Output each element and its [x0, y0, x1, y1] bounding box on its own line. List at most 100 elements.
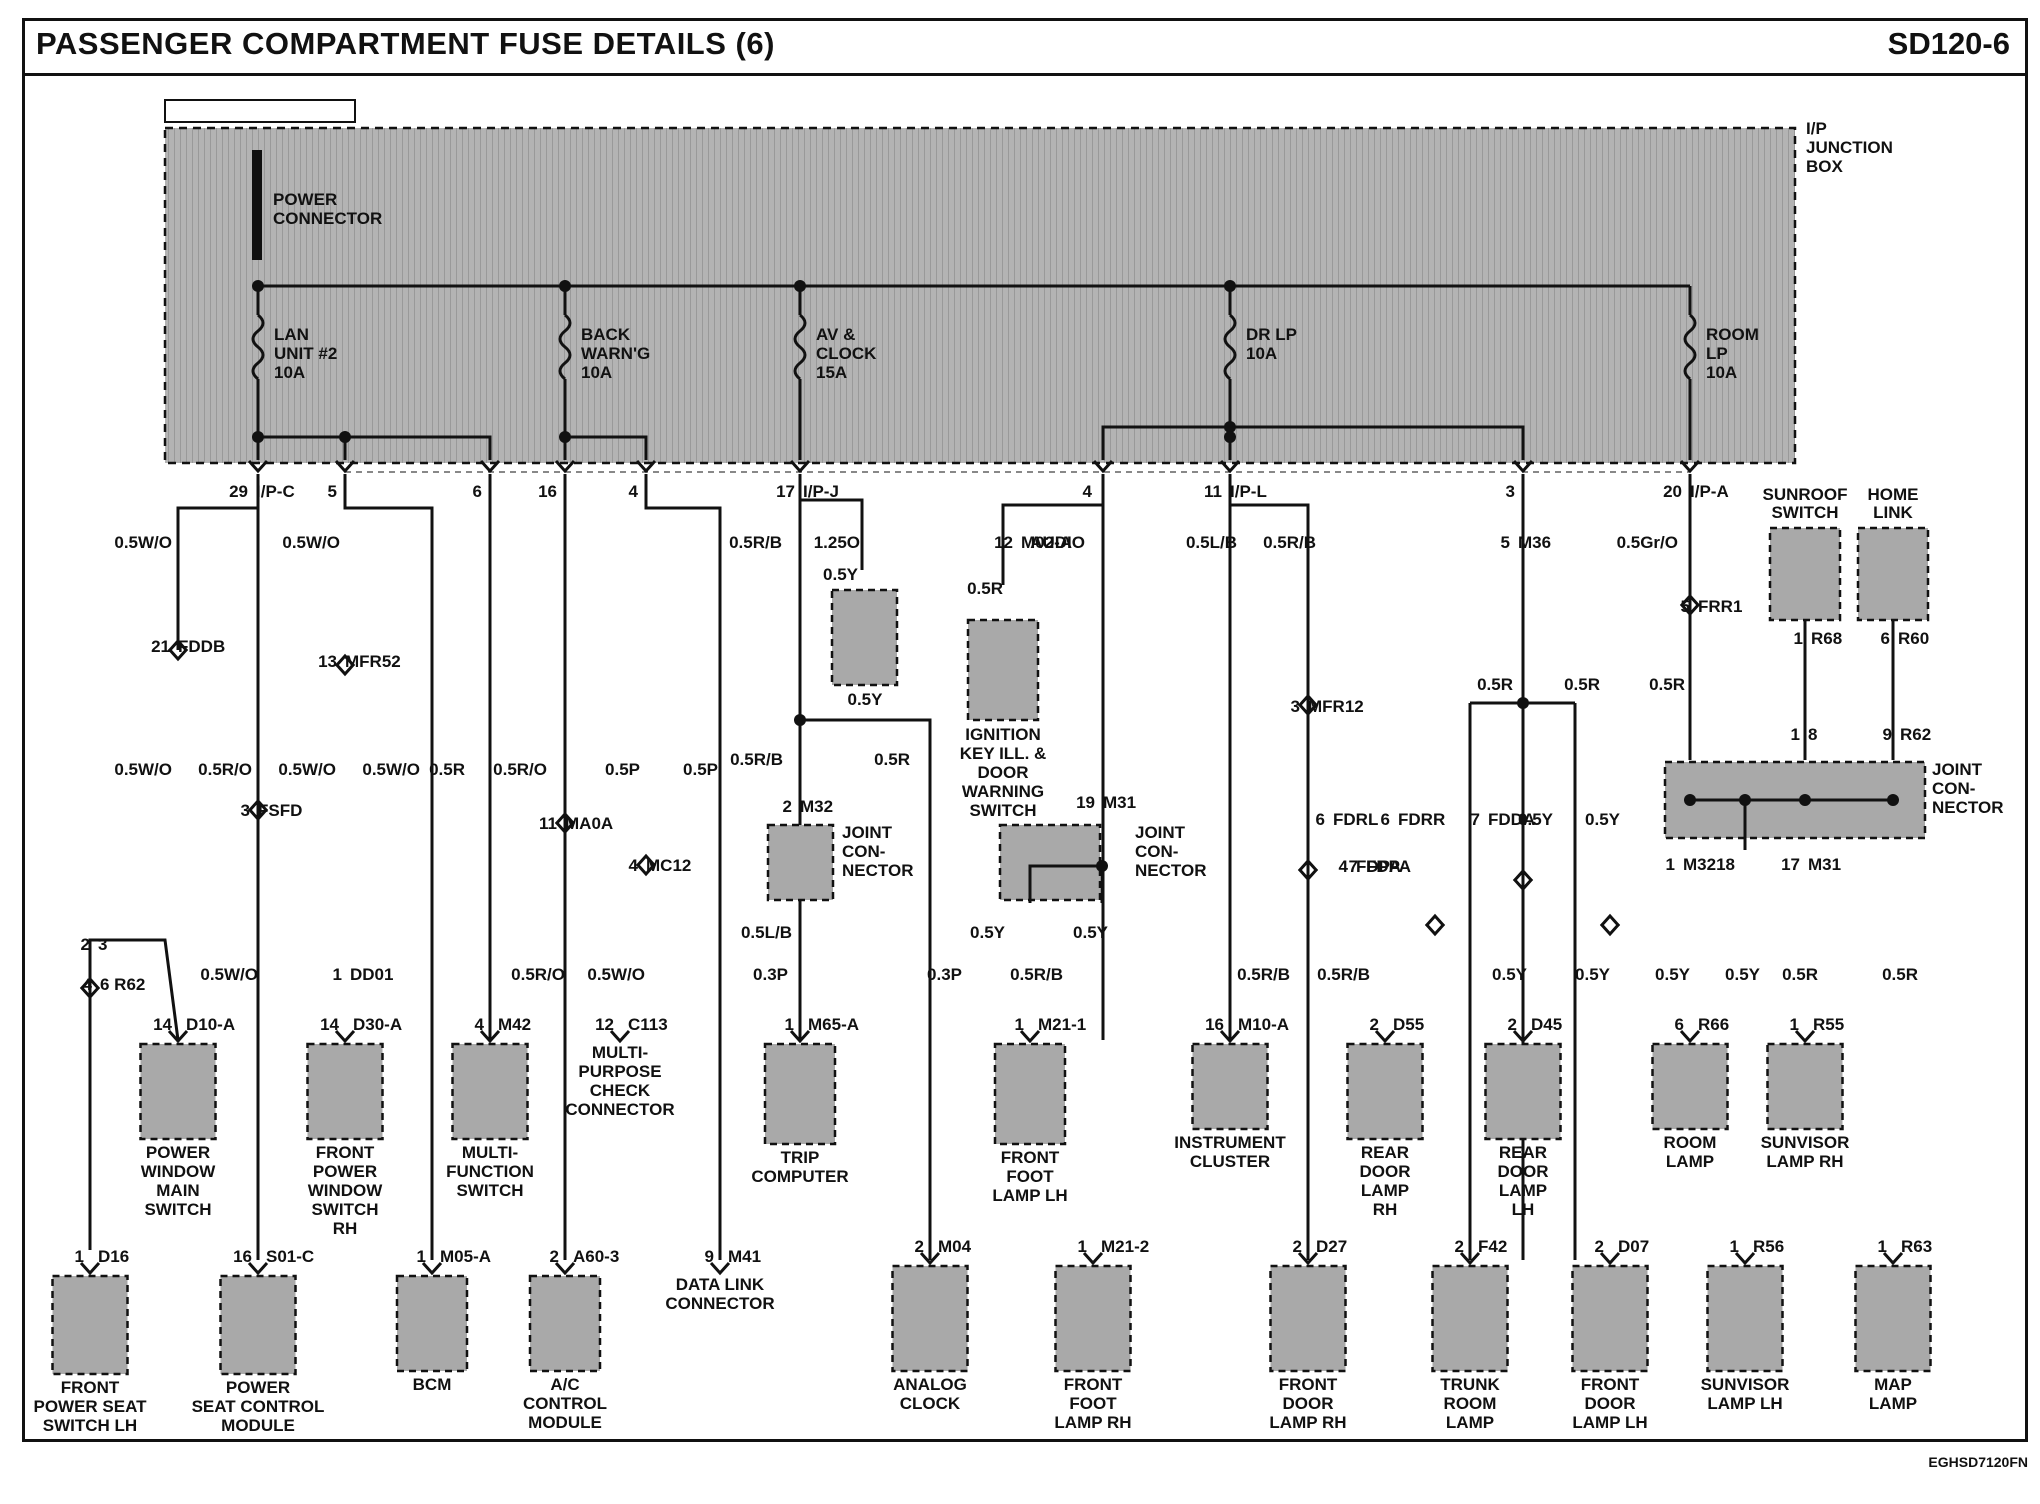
- wire-label: MC12: [646, 856, 691, 875]
- label-line: A/C: [550, 1375, 579, 1394]
- component-M05-A: [395, 1274, 469, 1373]
- connector-id: M41: [728, 1247, 761, 1266]
- connector-pin: 12: [595, 1015, 614, 1034]
- wire-label: 2: [783, 797, 792, 816]
- wire-label: 3: [98, 935, 107, 954]
- wire-label: 2: [81, 935, 90, 954]
- connector-pin: 2: [550, 1247, 559, 1266]
- wire-label: 21: [151, 637, 170, 656]
- label-line: KEY ILL. &: [960, 744, 1047, 763]
- wire-label: 0.5R/B: [1237, 965, 1290, 984]
- label-line: TRUNK: [1440, 1375, 1500, 1394]
- label-line: FOOT: [1069, 1394, 1117, 1413]
- label-line: FUNCTION: [446, 1162, 534, 1181]
- wire: [1101, 425, 1525, 460]
- splice-dot: [1224, 431, 1236, 443]
- wire-label: 0.5R/B: [729, 533, 782, 552]
- connector-pin: 1: [417, 1247, 426, 1266]
- connector-id: D55: [1393, 1015, 1424, 1034]
- label-line: SWITCH: [456, 1181, 523, 1200]
- splice-dot: [339, 431, 351, 443]
- connector-chevron: [554, 459, 576, 474]
- connector-id: D45: [1531, 1015, 1562, 1034]
- wire-label: FSFD: [258, 801, 302, 820]
- wire-label: SWITCH: [1771, 503, 1838, 522]
- label-line: LAMP LH: [1572, 1413, 1647, 1432]
- connector-chevron: [167, 647, 189, 662]
- wire-label: 5: [328, 482, 337, 501]
- wire-label: 0.5R/O: [511, 965, 565, 984]
- wire-label: 0.5R/B: [730, 750, 783, 769]
- connector-chevron: [1297, 867, 1319, 882]
- connector-chevron: [789, 1029, 811, 1044]
- wire-label: 0.5R: [1782, 965, 1818, 984]
- label-line: CHECK: [590, 1081, 651, 1100]
- fuse-icon: [1683, 313, 1697, 381]
- label-line: ANALOG: [893, 1375, 967, 1394]
- connector-chevron: [1374, 1029, 1396, 1044]
- wire-label: 0.5L/B: [1186, 533, 1237, 552]
- splice-dot: [1887, 794, 1899, 806]
- splice-dot: [1684, 794, 1696, 806]
- wire-label: FRR1: [1698, 597, 1742, 616]
- connector-id: M65-A: [808, 1015, 859, 1034]
- power-connector-bar: [252, 150, 262, 260]
- label-line: FRONT: [1064, 1375, 1123, 1394]
- label-line: LAMP LH: [992, 1186, 1067, 1205]
- connector-pin: 9: [705, 1247, 714, 1266]
- connector-chevron: [1092, 459, 1114, 474]
- connector-pin: 1: [1790, 1015, 1799, 1034]
- label-line: MAP: [1874, 1375, 1912, 1394]
- wire: [258, 435, 492, 460]
- label-line: PURPOSE: [578, 1062, 661, 1081]
- wire-label: 0.5Y: [1518, 810, 1554, 829]
- hot-label-box: [164, 99, 356, 123]
- connector-id: R55: [1813, 1015, 1844, 1034]
- wire-label: 3: [1506, 482, 1515, 501]
- label-line: CONNECTOR: [565, 1100, 674, 1119]
- wire-label: 5: [1501, 533, 1510, 552]
- wire-label: 0.5Y: [1725, 965, 1761, 984]
- component-M04: [891, 1264, 969, 1373]
- connector-pin: 1: [75, 1247, 84, 1266]
- wire-label: M31: [1808, 855, 1841, 874]
- home-link-box: [1856, 526, 1930, 622]
- connector-pin: 2: [1595, 1237, 1604, 1256]
- wire-label: 11: [539, 814, 557, 833]
- wire-label: I/P-A: [1690, 482, 1729, 501]
- wire-label: 11: [1204, 482, 1222, 501]
- wire-label: 19: [1076, 793, 1095, 812]
- label-line: BACK: [581, 325, 631, 344]
- label-line: DOOR: [1585, 1394, 1636, 1413]
- connector-pin: 2: [1455, 1237, 1464, 1256]
- label-line: BOX: [1806, 157, 1844, 176]
- connector-chevron: [1459, 1251, 1481, 1266]
- label-line: REAR: [1499, 1143, 1547, 1162]
- connector-chevron: [554, 811, 576, 826]
- connector-chevron: [167, 1029, 189, 1044]
- connector-id: M10-A: [1238, 1015, 1289, 1034]
- connector-id: D07: [1618, 1237, 1649, 1256]
- component-D55: [1346, 1042, 1424, 1141]
- connector-chevron: [1599, 913, 1621, 928]
- label-line: LAMP: [1869, 1394, 1917, 1413]
- wire-label: 0.5R: [1477, 675, 1513, 694]
- label-line: DOOR: [1283, 1394, 1334, 1413]
- fuse-icon: [1223, 313, 1237, 381]
- label-line: NECTOR: [1932, 798, 2003, 817]
- wire-label: 17: [776, 482, 795, 501]
- connector-chevron: [479, 459, 501, 474]
- wire-label: DD01: [350, 965, 393, 984]
- connector-pin: 1: [1078, 1237, 1087, 1256]
- label-line: LP: [1706, 344, 1728, 363]
- splice-dot: [1096, 860, 1108, 872]
- connector-chevron: [635, 459, 657, 474]
- wire-label: FDPA: [1366, 857, 1411, 876]
- connector-id: A60-3: [573, 1247, 619, 1266]
- connector-chevron: [167, 638, 189, 653]
- connector-id: F42: [1478, 1237, 1507, 1256]
- wire-label: 0.5Y: [1655, 965, 1691, 984]
- wire-label: 0.3P: [927, 965, 962, 984]
- component-R66: [1651, 1042, 1729, 1131]
- component-M10-A: [1191, 1042, 1269, 1131]
